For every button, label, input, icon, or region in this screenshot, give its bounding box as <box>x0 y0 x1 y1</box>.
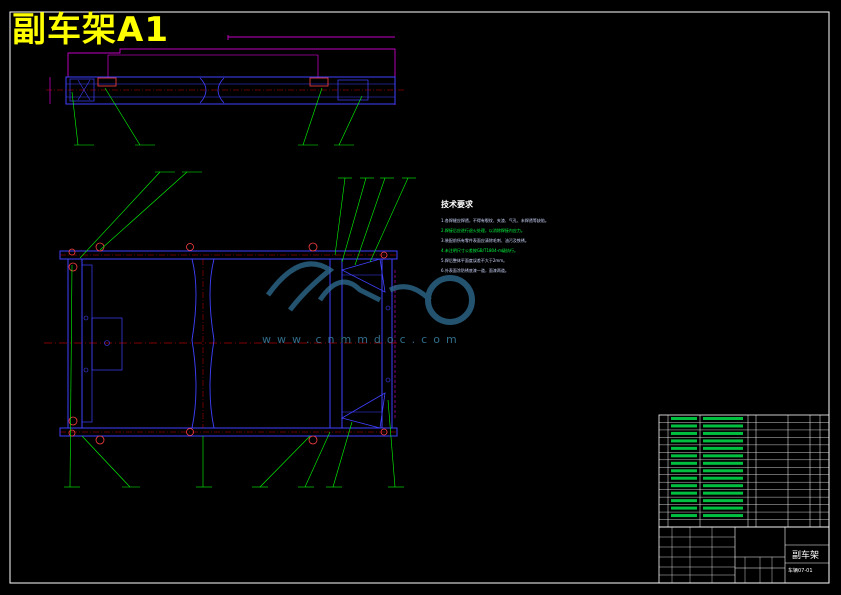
parts-list-name-cell <box>703 424 743 428</box>
parts-list-name-cell <box>703 439 743 443</box>
tech-requirements-notes: 1.各焊缝应焊透，不得有裂纹、夹渣、气孔、未焊透等缺陷。 2.焊接后应进行退火处… <box>441 218 776 278</box>
parts-list <box>658 414 830 528</box>
parts-list-name-cell <box>703 417 743 420</box>
parts-list-code-cell <box>671 454 697 458</box>
watermark-logo <box>265 261 475 325</box>
parts-list-code-cell <box>671 514 697 518</box>
tech-note-6: 6.外表面涂防锈底漆一道，面漆两道。 <box>441 268 509 273</box>
tech-note-1: 1.各焊缝应焊透，不得有裂纹、夹渣、气孔、未焊透等缺陷。 <box>441 218 549 223</box>
parts-list-code-cell <box>671 461 697 465</box>
parts-list-code-cell <box>671 491 697 495</box>
parts-list-name-cell <box>703 499 743 503</box>
title-block-part-name: 副车架 <box>792 551 820 561</box>
parts-list-code-cell <box>671 476 697 480</box>
parts-list-code-cell <box>671 469 697 473</box>
side-view <box>46 35 405 146</box>
parts-list-code-cell <box>671 506 697 510</box>
parts-list-name-cell <box>703 491 743 495</box>
parts-list-name-cell <box>703 506 743 510</box>
parts-list-name-cell <box>703 484 743 488</box>
title-block <box>658 526 830 584</box>
tech-note-5: 5.焊后整体平面度误差不大于2mm。 <box>441 258 508 263</box>
parts-list-code-cell <box>671 424 697 428</box>
watermark-url: www.cnmmdoc.com <box>262 333 463 346</box>
parts-list-name-cell <box>703 454 743 458</box>
drawing-border <box>9 11 830 584</box>
parts-list-name-cell <box>703 461 743 465</box>
drawing-title: 副车架A1 <box>12 10 169 50</box>
parts-list-code-cell <box>671 439 697 443</box>
tech-note-4: 4.未注明尺寸公差按GB/T1804-m级执行。 <box>441 248 518 253</box>
parts-list-name-cell <box>703 514 743 518</box>
parts-list-name-cell <box>703 446 743 450</box>
tech-note-3: 3.装配前所有零件表面应清除毛刺、油污及铁锈。 <box>441 238 529 243</box>
title-block-drawing-code: 车辆07-01 <box>788 568 813 574</box>
parts-list-name-cell <box>703 476 743 480</box>
tech-requirements-heading: 技术要求 <box>441 200 473 209</box>
parts-list-code-cell <box>671 499 697 503</box>
tech-note-2: 2.焊接后应进行退火处理，以消除焊接内应力。 <box>441 228 525 233</box>
parts-list-rows <box>659 417 829 520</box>
plan-view <box>44 171 416 488</box>
parts-list-code-cell <box>671 446 697 450</box>
parts-list-name-cell <box>703 469 743 473</box>
parts-list-name-cell <box>703 431 743 435</box>
parts-list-code-cell <box>671 431 697 435</box>
parts-list-code-cell <box>671 484 697 488</box>
parts-list-code-cell <box>671 417 697 420</box>
